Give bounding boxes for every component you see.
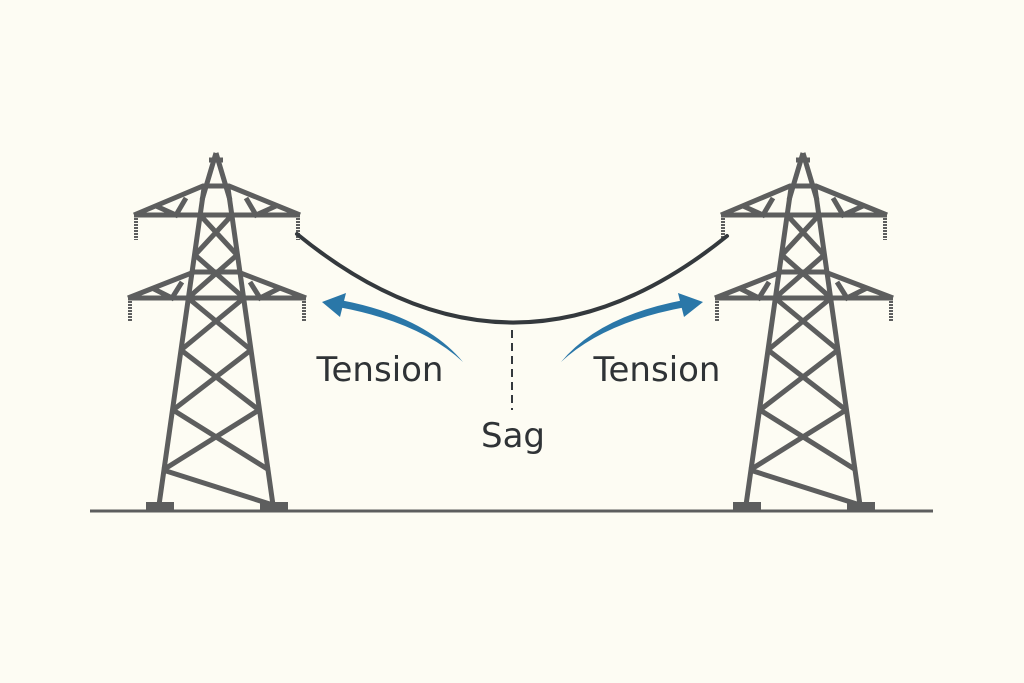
- left-transmission-tower: [128, 153, 306, 511]
- tension-arrow-left: [322, 293, 463, 362]
- sag-label: Sag: [481, 416, 545, 456]
- tower-foot: [847, 502, 875, 511]
- sagging-conductor-cable: [295, 232, 729, 325]
- right-transmission-tower: [715, 153, 893, 511]
- tension-label-right: Tension: [593, 350, 721, 390]
- tension-arrow-right: [561, 293, 703, 362]
- tower-foot: [146, 502, 174, 511]
- arrowhead-left-icon: [322, 293, 346, 317]
- tower-foot: [733, 502, 761, 511]
- tension-label-left: Tension: [316, 350, 444, 390]
- arrowhead-right-icon: [678, 293, 703, 317]
- tower-foot: [260, 502, 288, 511]
